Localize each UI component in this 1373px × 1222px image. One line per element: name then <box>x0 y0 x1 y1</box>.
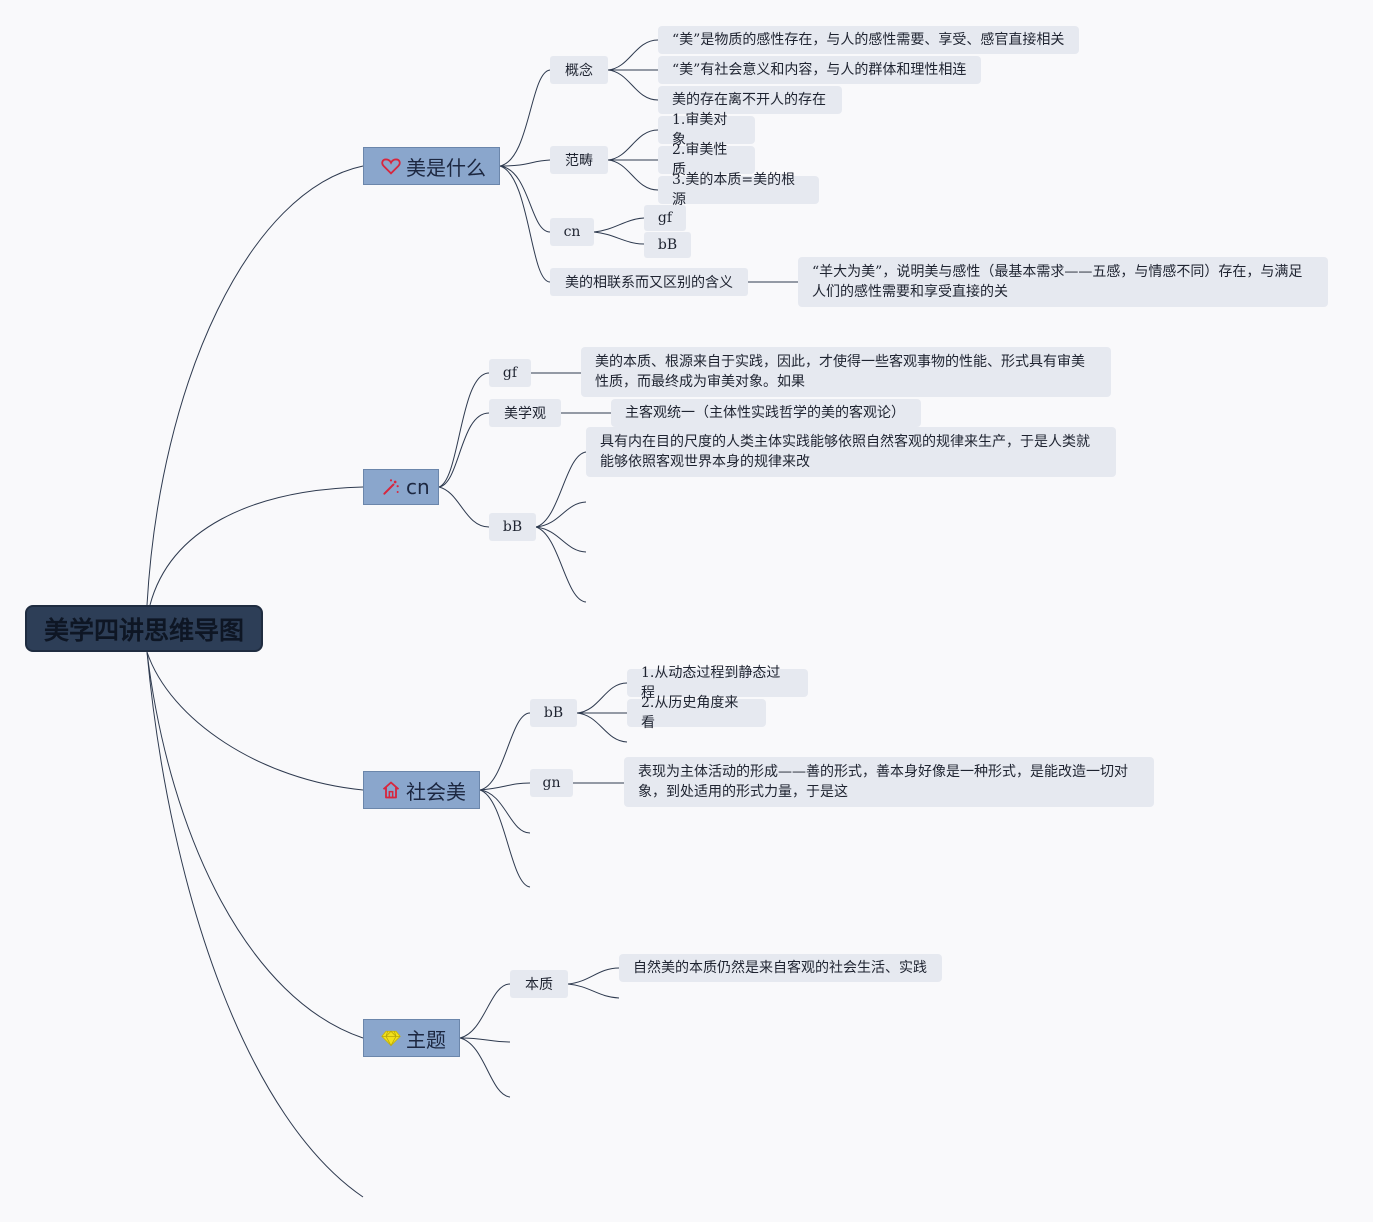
subtopic-category[interactable]: 范畴 <box>550 146 608 174</box>
subtopic-essence[interactable]: 本质 <box>510 970 568 998</box>
leaf-gf[interactable]: gf <box>644 205 686 231</box>
leaf-bb-2[interactable]: 2.从历史角度来看 <box>627 695 766 731</box>
leaf-bb-1[interactable]: 1.从动态过程到静态过程 <box>627 665 808 701</box>
subtopic-bb[interactable]: bB <box>489 513 536 541</box>
subtopic-aesthetic-view[interactable]: 美学观 <box>489 399 561 427</box>
branch-theme[interactable]: 主题 <box>363 1019 460 1057</box>
leaf-category-2[interactable]: 2.审美性质 <box>658 142 755 178</box>
leaf-concept-2[interactable]: “美”有社会意义和内容，与人的群体和理性相连 <box>658 56 981 84</box>
subtopic-gf[interactable]: gf <box>489 359 531 387</box>
diamond-icon <box>380 1027 402 1049</box>
heart-icon <box>380 155 402 177</box>
leaf-aesthetic-view[interactable]: 主客观统一（主体性实践哲学的美的客观论） <box>611 399 921 427</box>
leaf-gf-text[interactable]: 美的本质、根源来自于实践，因此，才使得一些客观事物的性能、形式具有审美性质，而最… <box>581 347 1111 397</box>
leaf-gn-text[interactable]: 表现为主体活动的形成——善的形式，善本身好像是一种形式，是能改造一切对象，到处适… <box>624 757 1154 807</box>
subtopic-gn[interactable]: gn <box>530 769 573 797</box>
leaf-bb-text[interactable]: 具有内在目的尺度的人类主体实践能够依照自然客观的规律来生产，于是人类就能够依照客… <box>586 427 1116 477</box>
branch-title: 社会美 <box>406 779 466 804</box>
home-icon <box>380 779 402 801</box>
branch-title: 美是什么 <box>406 155 486 180</box>
leaf-concept-3[interactable]: 美的存在离不开人的存在 <box>658 86 842 114</box>
subtopic-meaning[interactable]: 美的相联系而又区别的含义 <box>550 268 748 296</box>
leaf-bb[interactable]: bB <box>644 232 691 258</box>
leaf-concept-1[interactable]: “美”是物质的感性存在，与人的感性需要、享受、感官直接相关 <box>658 26 1079 54</box>
branch-what-is-beauty[interactable]: 美是什么 <box>363 147 500 185</box>
branch-title: cn <box>406 475 430 499</box>
branch-cn[interactable]: cn <box>363 469 439 505</box>
subtopic-concept[interactable]: 概念 <box>550 56 608 84</box>
leaf-category-3[interactable]: 3.美的本质=美的根源 <box>658 172 819 208</box>
magic-wand-icon <box>380 476 402 498</box>
root-topic[interactable]: 美学四讲思维导图 <box>25 605 263 652</box>
branch-social-beauty[interactable]: 社会美 <box>363 771 480 809</box>
subtopic-cn[interactable]: cn <box>550 218 594 246</box>
leaf-essence[interactable]: 自然美的本质仍然是来自客观的社会生活、实践 <box>619 954 942 982</box>
leaf-meaning[interactable]: “羊大为美”，说明美与感性（最基本需求——五感，与情感不同）存在，与满足人们的感… <box>798 257 1328 307</box>
subtopic-bb[interactable]: bB <box>530 699 577 727</box>
branch-title: 主题 <box>406 1027 446 1052</box>
